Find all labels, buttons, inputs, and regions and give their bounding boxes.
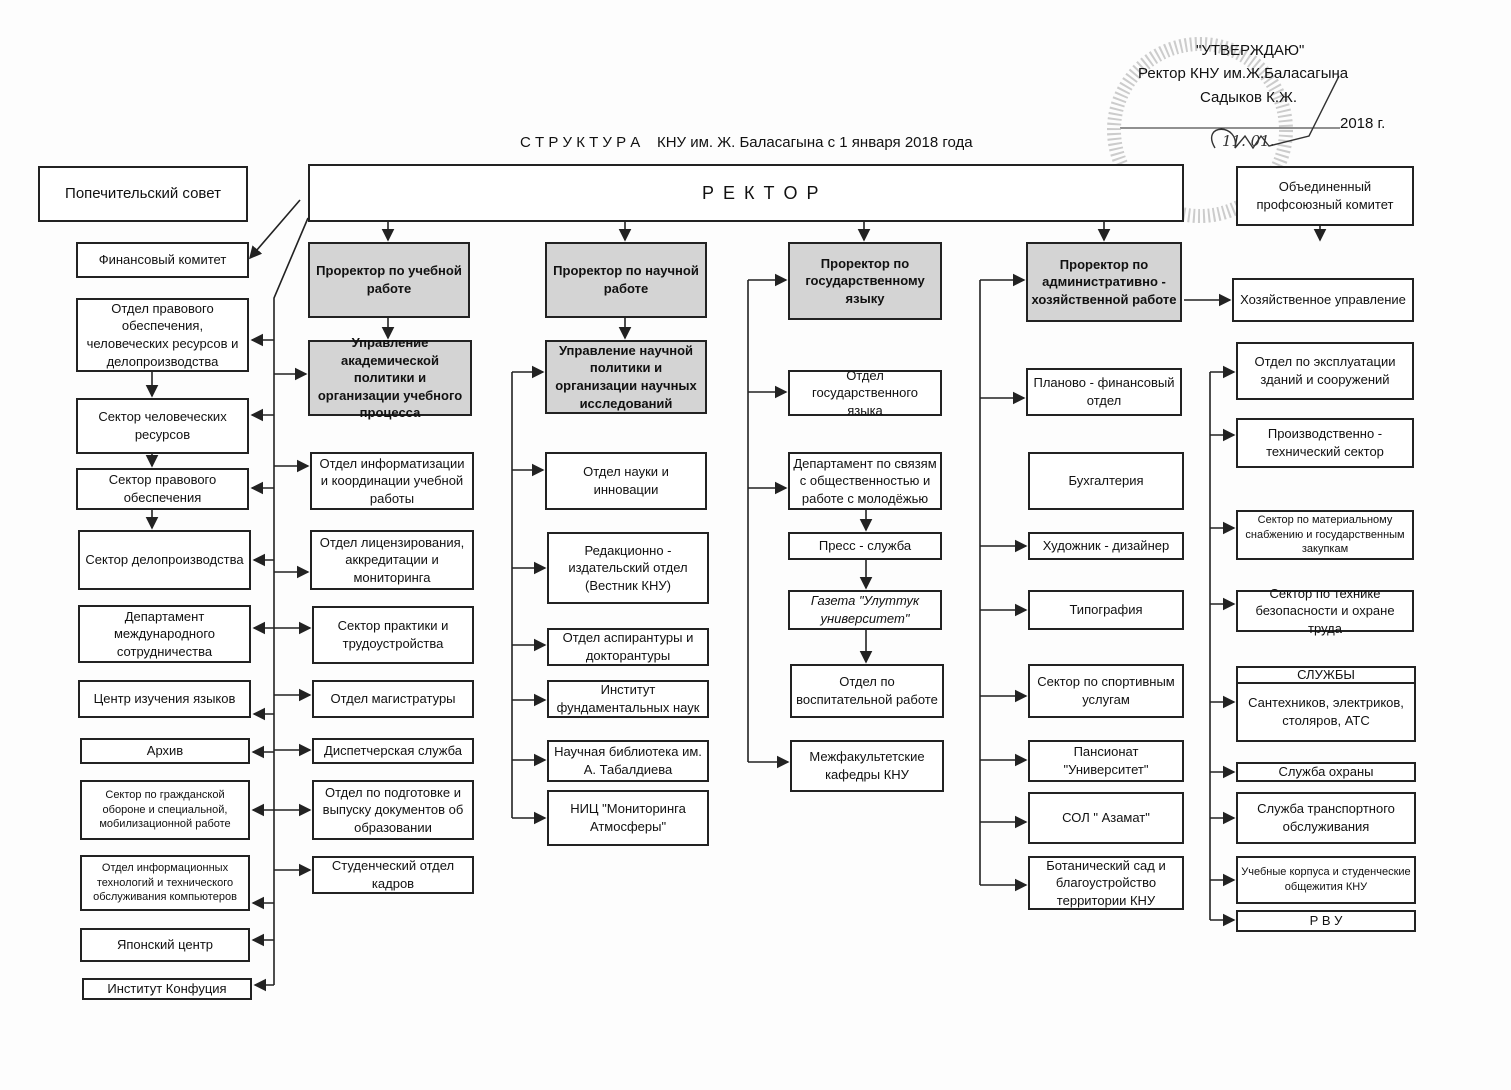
left-unit-box: Финансовый комитет <box>76 242 249 278</box>
language-unit-box: Пресс - служба <box>788 532 942 560</box>
left-unit-box: Сектор делопроизводства <box>78 530 251 590</box>
approval-date: 11. 01. <box>1222 132 1275 150</box>
left-unit-box: Институт Конфуция <box>82 978 252 1000</box>
left-unit-box: Архив <box>80 738 250 764</box>
page-title: С Т Р У К Т У Р А КНУ им. Ж. Баласагына … <box>520 134 973 151</box>
language-unit-box: Департамент по связям с общественностью … <box>788 452 942 510</box>
left-unit-box: Отдел информационных технологий и технич… <box>80 855 250 911</box>
economic-unit-box: Сектор по технике безопасности и охране … <box>1236 586 1414 636</box>
left-unit-box: Департамент международного сотрудничеств… <box>78 605 251 663</box>
approval-line2: Ректор КНУ им.Ж.Баласагына <box>1138 65 1349 82</box>
science-unit-box: НИЦ "Мониторинга Атмосферы" <box>547 790 709 846</box>
economic-unit-box: Производственно - технический сектор <box>1236 418 1414 468</box>
admin-unit-box: Пансионат "Университет" <box>1028 740 1184 782</box>
science-unit-box: Отдел науки и инновации <box>545 452 707 510</box>
science-unit-box: Отдел аспирантуры и докторантуры <box>547 628 709 666</box>
approval-line1: "УТВЕРЖДАЮ" <box>1196 42 1305 59</box>
left-unit-box: Сектор по гражданской обороне и специаль… <box>80 780 250 840</box>
left-unit-box: Центр изучения языков <box>78 680 251 718</box>
admin-unit-box: Проректор по административно - хозяйстве… <box>1026 242 1182 322</box>
language-unit-box: Отдел государственного языка <box>788 368 942 418</box>
left-unit-box: Сектор человеческих ресурсов <box>76 398 249 454</box>
academic-unit-box: Сектор практики и трудоустройства <box>312 606 474 664</box>
science-unit-box: Институт фундаментальных наук <box>547 680 709 718</box>
language-unit-box: Газета "Улуттук университет" <box>788 590 942 630</box>
economic-unit-box: Учебные корпуса и студенческие общежития… <box>1236 856 1416 904</box>
left-unit-box: Сектор правового обеспечения <box>76 468 249 510</box>
approval-line3: Садыков К.Ж. <box>1200 89 1298 106</box>
academic-unit-box: Студенческий отдел кадров <box>312 856 474 894</box>
academic-unit-box: Отдел лицензирования, аккредитации и мон… <box>310 530 474 590</box>
academic-unit-box: Диспетчерская служба <box>312 738 474 764</box>
language-unit-box: Проректор по государственному языку <box>788 242 942 320</box>
science-unit-box: Научная библиотека им. А. Табалдиева <box>547 740 709 782</box>
language-unit-box: Межфакультетские кафедры КНУ <box>790 740 944 792</box>
approval-year: 2018 г. <box>1340 115 1386 132</box>
admin-unit-box: Бухгалтерия <box>1028 452 1184 510</box>
economic-unit-box: Хозяйственное управление <box>1232 278 1414 322</box>
science-unit-box: Проректор по научной работе <box>545 242 707 318</box>
academic-unit-box: Отдел магистратуры <box>312 680 474 718</box>
trustees-box: Попечительский совет <box>38 166 248 222</box>
economic-unit-box: Служба транспортного обслуживания <box>1236 792 1416 844</box>
economic-unit-box: Отдел по эксплуатации зданий и сооружени… <box>1236 342 1414 400</box>
language-unit-box: Отдел по воспитательной работе <box>790 664 944 718</box>
economic-unit-box: Сантехников, электриков, столяров, АТС <box>1236 682 1416 742</box>
admin-unit-box: Сектор по спортивным услугам <box>1028 664 1184 718</box>
admin-unit-box: СОЛ " Азамат" <box>1028 792 1184 844</box>
admin-unit-box: Художник - дизайнер <box>1028 532 1184 560</box>
left-unit-box: Японский центр <box>80 928 250 962</box>
rector-box: Р Е К Т О Р <box>308 164 1184 222</box>
academic-unit-box: Проректор по учебной работе <box>308 242 470 318</box>
academic-unit-box: Отдел по подготовке и выпуску документов… <box>312 780 474 840</box>
admin-unit-box: Ботанический сад и благоустройство терри… <box>1028 856 1184 910</box>
economic-unit-box: Служба охраны <box>1236 762 1416 782</box>
seal-stamp <box>1107 37 1293 223</box>
admin-unit-box: Типография <box>1028 590 1184 630</box>
left-unit-box: Отдел правового обеспечения, человечески… <box>76 298 249 372</box>
admin-unit-box: Планово - финансовый отдел <box>1026 368 1182 416</box>
economic-unit-box: Р В У <box>1236 910 1416 932</box>
academic-unit-box: Управление академической политики и орга… <box>308 335 472 420</box>
economic-unit-box: Сектор по материальному снабжению и госу… <box>1236 510 1414 560</box>
union-box: Объединенный профсоюзный комитет <box>1236 166 1414 226</box>
science-unit-box: Управление научной политики и организаци… <box>545 340 707 414</box>
academic-unit-box: Отдел информатизации и координации учебн… <box>310 452 474 510</box>
science-unit-box: Редакционно - издательский отдел (Вестни… <box>547 532 709 604</box>
signature <box>1211 75 1340 150</box>
